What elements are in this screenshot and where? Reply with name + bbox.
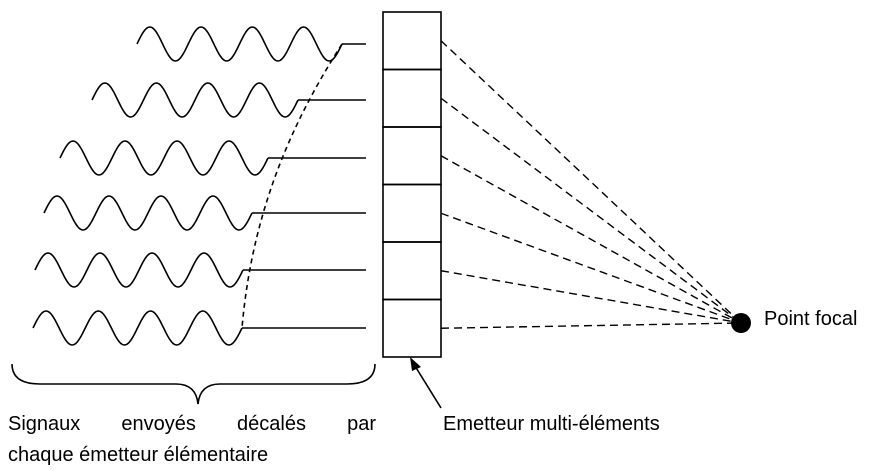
signal-wave bbox=[34, 252, 244, 288]
focusing-ray bbox=[440, 97, 742, 324]
multi-element-transducer bbox=[382, 11, 442, 358]
focusing-ray bbox=[440, 40, 742, 324]
signal-wave bbox=[32, 310, 243, 346]
focal-point-caption: Point focal bbox=[764, 308, 858, 330]
emitter-pointer-arrow bbox=[410, 357, 442, 409]
transducer-element bbox=[382, 68, 442, 128]
transducer-element bbox=[382, 126, 442, 186]
transducer-element bbox=[382, 11, 442, 71]
focusing-ray bbox=[440, 155, 742, 324]
focusing-ray bbox=[440, 322, 742, 329]
transducer-element bbox=[382, 183, 442, 243]
focusing-ray bbox=[440, 212, 742, 324]
delayed-signal-waves bbox=[32, 26, 343, 346]
focusing-ray bbox=[440, 270, 742, 324]
signals-caption-line-2: chaque émetteur élémentaire bbox=[8, 444, 269, 466]
signal-wave bbox=[43, 195, 253, 231]
signal-wave bbox=[136, 26, 343, 62]
focal-point-marker bbox=[731, 313, 751, 333]
delay-profile-curve bbox=[241, 43, 343, 329]
emitter-caption: Emetteur multi-éléments bbox=[443, 413, 660, 435]
transducer-element bbox=[382, 241, 442, 301]
signal-wave bbox=[59, 140, 269, 176]
signal-wave bbox=[91, 82, 299, 118]
transducer-element bbox=[382, 298, 442, 358]
signals-brace bbox=[11, 363, 376, 405]
signal-lead-lines bbox=[242, 43, 366, 329]
focusing-rays bbox=[440, 40, 742, 329]
signals-caption-line-1: Signaux envoyés décalés par bbox=[8, 413, 376, 435]
